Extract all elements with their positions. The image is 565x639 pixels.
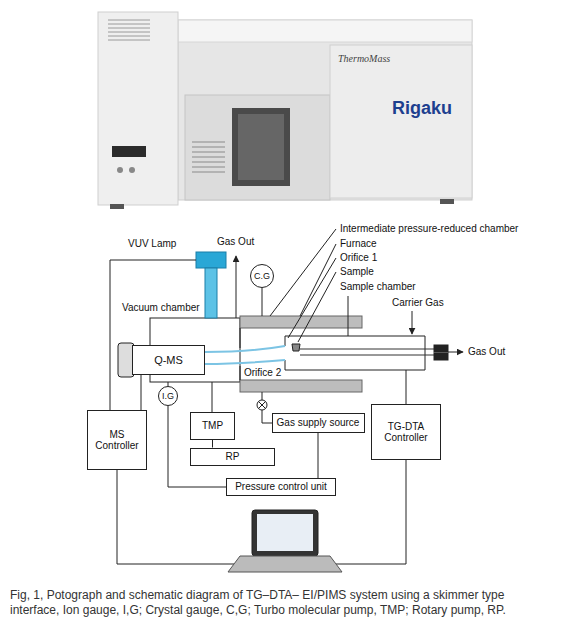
furnace-window-inner: [238, 114, 284, 180]
node-text: Q-MS: [154, 354, 183, 367]
vuv-lamp-stem: [205, 268, 217, 318]
leader-line: [288, 258, 336, 338]
side-panel: [330, 45, 472, 198]
part-label: Vacuum chamber: [122, 302, 200, 314]
chamber-wall: [240, 328, 241, 348]
part-label: Sample chamber: [340, 281, 416, 293]
flow-label: Carrier Gas: [392, 297, 444, 309]
pump-box: RP: [190, 448, 275, 466]
node-text: C.G: [254, 271, 270, 281]
schematic: [110, 229, 463, 572]
node-text: MS Controller: [92, 429, 142, 452]
laptop-display: [257, 514, 313, 551]
button: [117, 167, 123, 173]
furnace-block: [240, 380, 362, 392]
node-text: TMP: [202, 420, 223, 432]
figure-caption: Fig, 1, Potograph and schematic diagram …: [10, 588, 545, 618]
vent-line: [108, 40, 150, 41]
part-label: Intermediate pressure-reduced chamber: [340, 223, 518, 235]
vent-line: [192, 142, 225, 143]
vent-line: [192, 162, 225, 163]
furnace-block: [240, 316, 362, 328]
vent-line: [108, 28, 150, 29]
part-label: Sample: [340, 266, 374, 278]
flow-label: Gas Out: [468, 346, 505, 358]
vent-line: [192, 157, 225, 158]
rod-end: [434, 345, 448, 352]
node-text: RP: [226, 451, 240, 463]
controller-box: TG-DTA Controller: [371, 404, 441, 460]
control-box: Pressure control unit: [226, 478, 336, 496]
instrument-foot: [440, 199, 454, 204]
laptop-screen: [252, 510, 318, 556]
vent-grille: [192, 142, 225, 172]
gas-out-arrow: [448, 352, 463, 353]
leader-line: [348, 296, 349, 336]
signal-wire: [406, 370, 407, 404]
vent-line: [108, 20, 150, 21]
laptop-base: [228, 556, 342, 572]
connector-line: [318, 433, 319, 478]
part-label: VUV Lamp: [128, 238, 176, 250]
supply-box: Gas supply source: [272, 413, 365, 433]
instrument-tower: [98, 12, 178, 205]
carrier-gas-arrow: [412, 311, 413, 334]
instrument-body: [178, 20, 472, 200]
connector-line: [141, 375, 142, 410]
furnace-window: [232, 108, 290, 186]
valve-symbol: [259, 402, 266, 409]
leader-line: [298, 272, 336, 342]
controller-box: MS Controller: [87, 410, 147, 470]
gauge-circle: C.G: [250, 264, 274, 288]
connector-line: [212, 440, 213, 448]
vent-grille: [108, 20, 150, 40]
vent-line: [108, 32, 150, 33]
gas-line: [262, 392, 263, 400]
node-text: Gas supply source: [277, 417, 360, 429]
display-panel: [112, 146, 146, 157]
sample-rod: [300, 349, 434, 350]
signal-wire: [336, 460, 406, 564]
analyzer-box: Q-MS: [132, 345, 205, 375]
part-label: Orifice 1: [340, 252, 377, 264]
chamber-wall: [240, 366, 241, 380]
brand-logo: Rigaku: [392, 97, 452, 119]
instrument-top: [178, 20, 472, 42]
valve-symbol: [259, 402, 266, 409]
front-panel: [185, 95, 330, 200]
leader-line: [270, 229, 336, 316]
rod-end: [434, 353, 448, 360]
vent-line: [192, 152, 225, 153]
gas-out-arrow: [236, 256, 237, 318]
part-label: Furnace: [340, 238, 377, 250]
vent-line: [192, 167, 225, 168]
skimmer-beam: [205, 346, 285, 352]
instrument-foot: [110, 204, 124, 209]
vent-line: [108, 36, 150, 37]
brand-logo: ThermoMass: [338, 53, 390, 65]
vent-line: [192, 172, 225, 173]
gauge-circle: I.G: [158, 386, 178, 406]
valve-symbol: [257, 400, 267, 410]
node-text: Pressure control unit: [235, 481, 327, 493]
sample-crucible: [292, 344, 300, 351]
gauge-wire: [262, 288, 263, 316]
node-text: I.G: [162, 391, 174, 401]
signal-wire: [110, 260, 196, 410]
pump-box: TMP: [190, 412, 235, 440]
button: [129, 167, 135, 173]
instrument-photo: [98, 12, 472, 209]
node-text: TG-DTA Controller: [376, 421, 436, 444]
signal-wire: [117, 470, 234, 564]
sample-rod: [300, 355, 434, 356]
sample-chamber-tube: [285, 336, 425, 370]
vent-line: [192, 147, 225, 148]
skimmer-beam: [205, 360, 285, 364]
flow-label: Gas Out: [217, 236, 254, 248]
pump-line: [212, 382, 213, 412]
part-label: Orifice 2: [244, 367, 281, 379]
vent-line: [108, 24, 150, 25]
vuv-lamp: [196, 252, 226, 268]
